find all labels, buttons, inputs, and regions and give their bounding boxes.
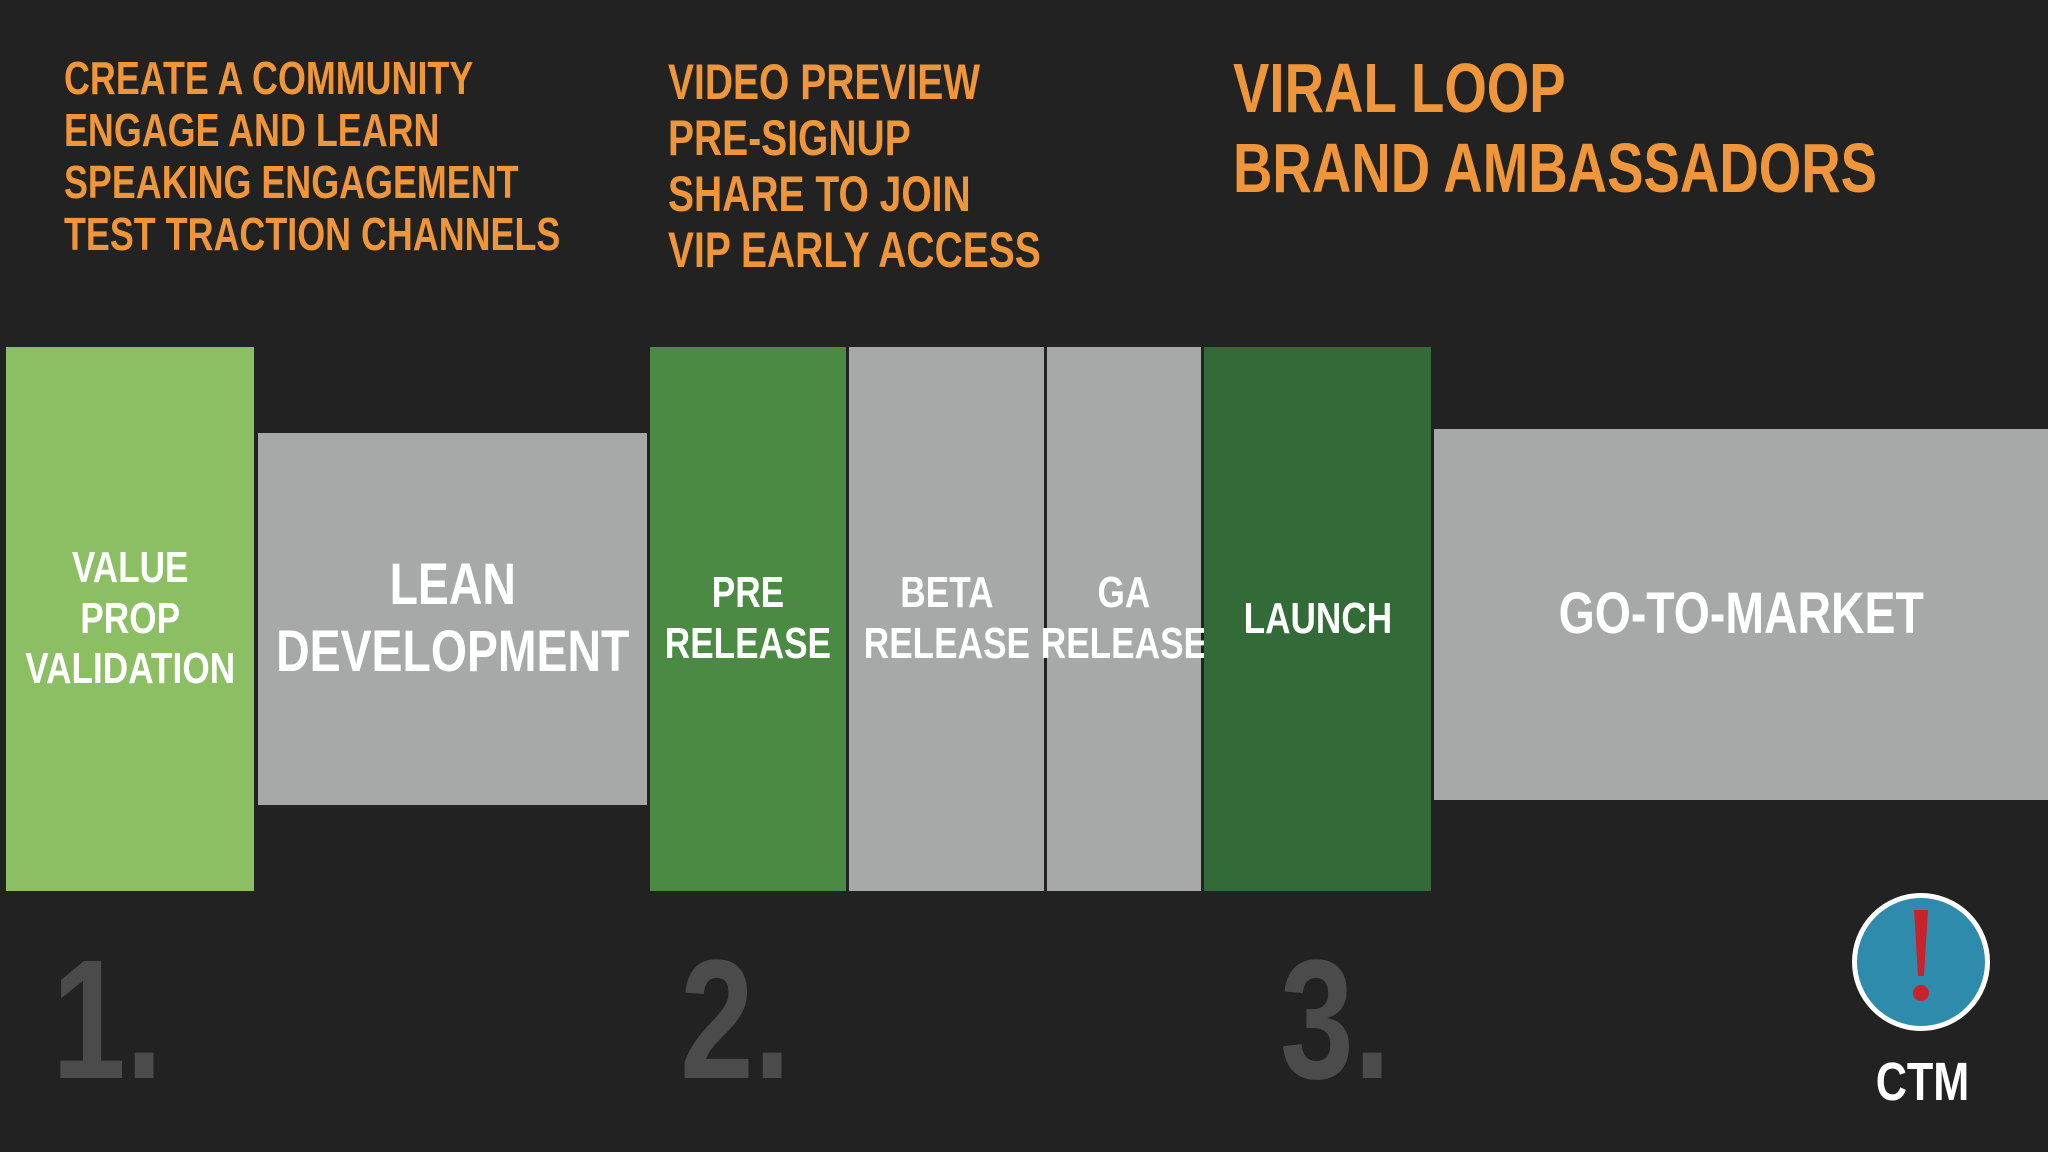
beta-release-block: BETA RELEASE [849,347,1044,891]
pre-release-block: PRE RELEASE [650,347,846,891]
stage1-activity: SPEAKING ENGAGEMENT [64,156,519,208]
pre-release-label: PRE RELEASE [664,568,832,668]
ga-release-label: GA RELEASE [1040,568,1208,668]
stage1-activity: CREATE A COMMUNITY [64,52,474,104]
stage3-activity-list: VIRAL LOOP BRAND AMBASSADORS [1233,48,2048,208]
stage2-activity: VIP EARLY ACCESS [668,222,1041,278]
step-number-3: 3. [1280,925,1391,1115]
lean-development-block: LEAN DEVELOPMENT [258,433,647,805]
stage2-activity: PRE-SIGNUP [668,110,911,166]
lean-development-label: LEAN DEVELOPMENT [275,552,630,684]
stage3-activity: VIRAL LOOP [1233,49,1566,127]
value-prop-validation-label: VALUE PROP VALIDATION [25,543,235,694]
stage1-activity: TEST TRACTION CHANNELS [64,208,561,260]
ctm-logo-text-value: CTM [1875,1052,1969,1112]
stage3-activity: BRAND AMBASSADORS [1233,129,1878,207]
ctm-logo-text: CTM [1852,1052,1992,1112]
launch-label: LAUNCH [1243,593,1392,643]
value-prop-validation-block: VALUE PROP VALIDATION [6,347,254,891]
beta-release-label: BETA RELEASE [863,568,1030,668]
exclamation-icon [1913,910,1929,1001]
step-number-1: 1. [52,925,163,1115]
go-to-market-block: GO-TO-MARKET [1434,429,2048,800]
stage2-activity: VIDEO PREVIEW [668,54,981,110]
step-number-2: 2. [680,925,791,1115]
stage2-activity-list: VIDEO PREVIEW PRE-SIGNUP SHARE TO JOIN V… [668,54,1146,278]
stage1-activity: ENGAGE AND LEARN [64,104,440,156]
stage2-activity: SHARE TO JOIN [668,166,971,222]
launch-block: LAUNCH [1204,347,1431,891]
go-to-market-label: GO-TO-MARKET [1558,581,1924,647]
stage1-activity-list: CREATE A COMMUNITY ENGAGE AND LEARN SPEA… [64,52,700,260]
ga-release-block: GA RELEASE [1041,347,1207,891]
ctm-logo [1852,893,1990,1031]
